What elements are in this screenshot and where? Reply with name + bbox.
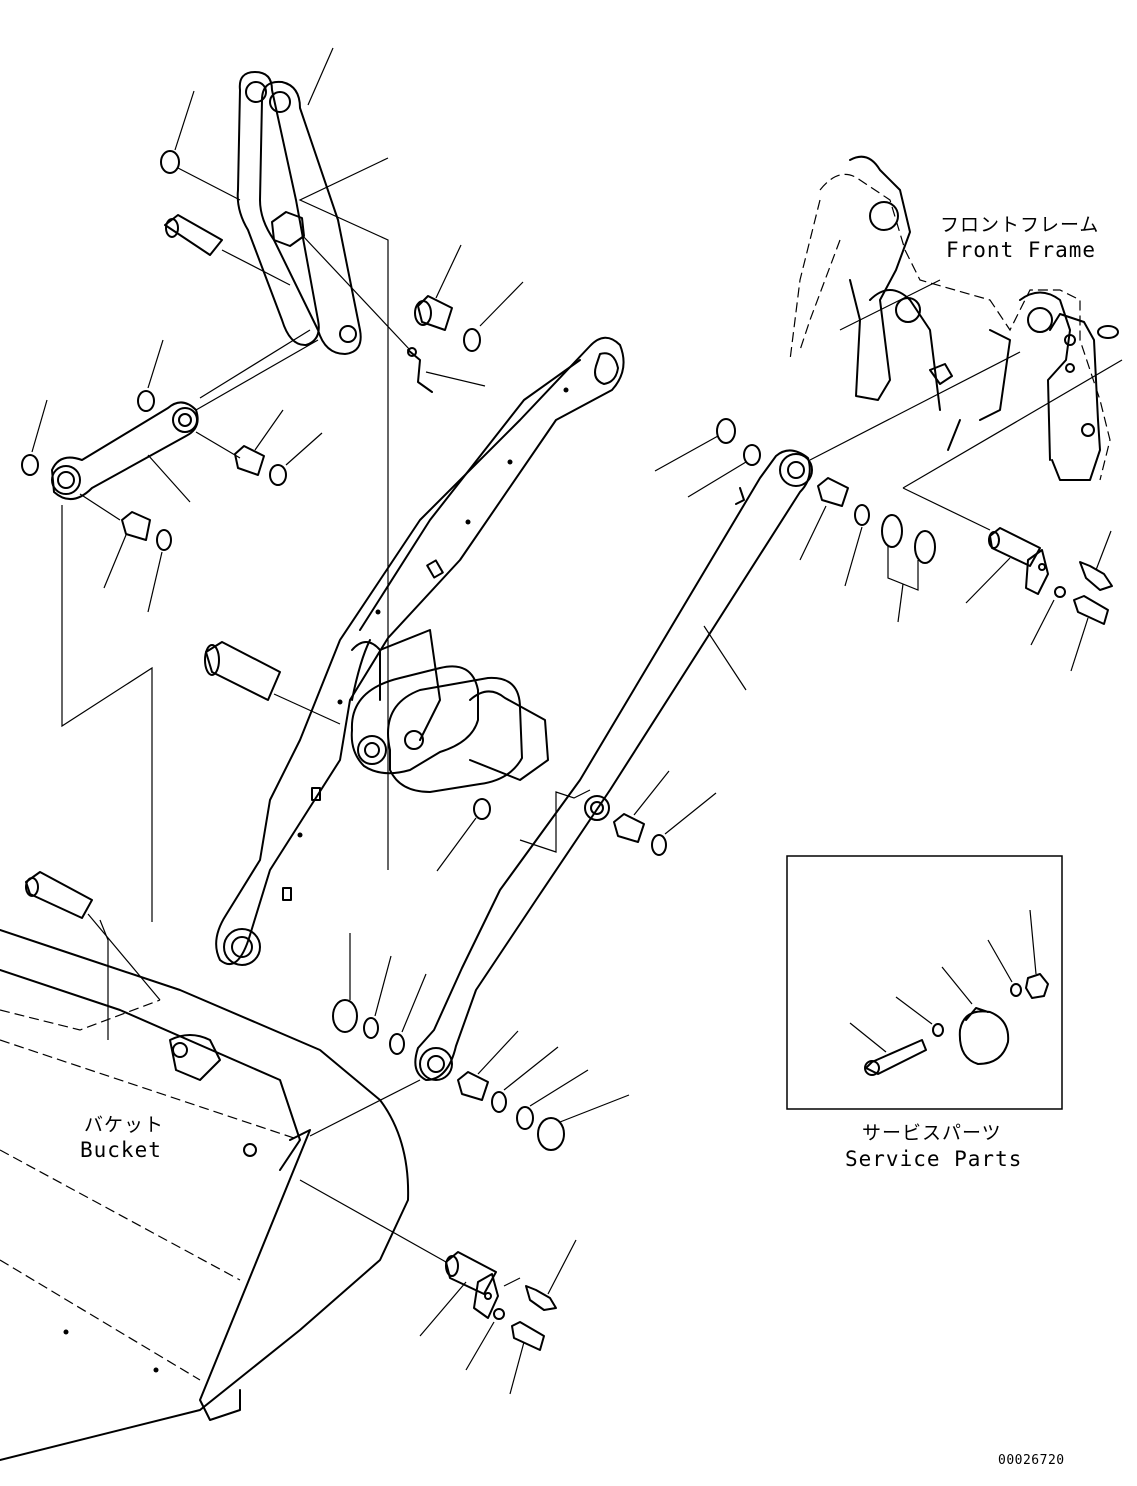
o-ring [137, 390, 155, 412]
o-ring [473, 798, 491, 820]
service-parts-label-en: Service Parts [845, 1147, 1023, 1171]
bucket-label-en: Bucket [80, 1138, 162, 1162]
retainer-plate [958, 1007, 1010, 1065]
shim [716, 418, 736, 444]
pin-bucket-upper [25, 871, 161, 1040]
bushing [121, 511, 151, 541]
o-ring [651, 834, 667, 856]
washer [1010, 983, 1022, 997]
service-bolt [864, 1039, 927, 1076]
bell-crank [236, 71, 362, 355]
bushing [414, 295, 453, 331]
service-parts-box [786, 855, 1063, 1110]
grease-fitting [407, 347, 433, 393]
service-parts-label-ja: サービスパーツ [862, 1122, 1002, 1144]
front-frame-label-ja: フロントフレーム [940, 214, 1100, 236]
washer [932, 1023, 944, 1037]
grease-fitting [525, 1285, 557, 1311]
plug [537, 1117, 565, 1151]
leader-line [307, 47, 334, 106]
o-ring [389, 1033, 405, 1055]
front-frame-label-en: Front Frame [946, 238, 1097, 262]
o-ring [156, 529, 172, 551]
tilt-rod [414, 449, 813, 1081]
nut [1025, 973, 1049, 999]
washer [1054, 586, 1066, 598]
bushing [817, 477, 849, 507]
plug [332, 999, 358, 1033]
pin-frame [988, 527, 1049, 595]
pin-arm [204, 641, 341, 725]
o-ring [160, 150, 180, 174]
o-ring [269, 464, 287, 486]
o-ring [463, 328, 481, 352]
washer [493, 1308, 505, 1320]
bucket-link [51, 401, 199, 500]
pin-bucket-lower [445, 1251, 499, 1319]
bucket [0, 929, 410, 1461]
o-ring [743, 444, 761, 466]
o-ring [21, 454, 39, 476]
front-frame [789, 155, 1119, 481]
bolt [511, 1321, 545, 1351]
o-ring [363, 1017, 379, 1039]
o-ring [491, 1091, 507, 1113]
drawing-number: 00026720 [998, 1453, 1065, 1468]
bushing [613, 813, 645, 843]
pin-upper [164, 214, 291, 286]
bushing [457, 1071, 489, 1101]
shim [881, 514, 903, 548]
bolt [1073, 595, 1109, 625]
o-ring [516, 1106, 534, 1130]
grease-fitting [1079, 561, 1113, 591]
lift-arm [215, 336, 625, 966]
o-ring [854, 504, 870, 526]
bucket-label-ja: バケット [84, 1114, 165, 1136]
shim [914, 530, 936, 564]
bushing [234, 445, 265, 476]
